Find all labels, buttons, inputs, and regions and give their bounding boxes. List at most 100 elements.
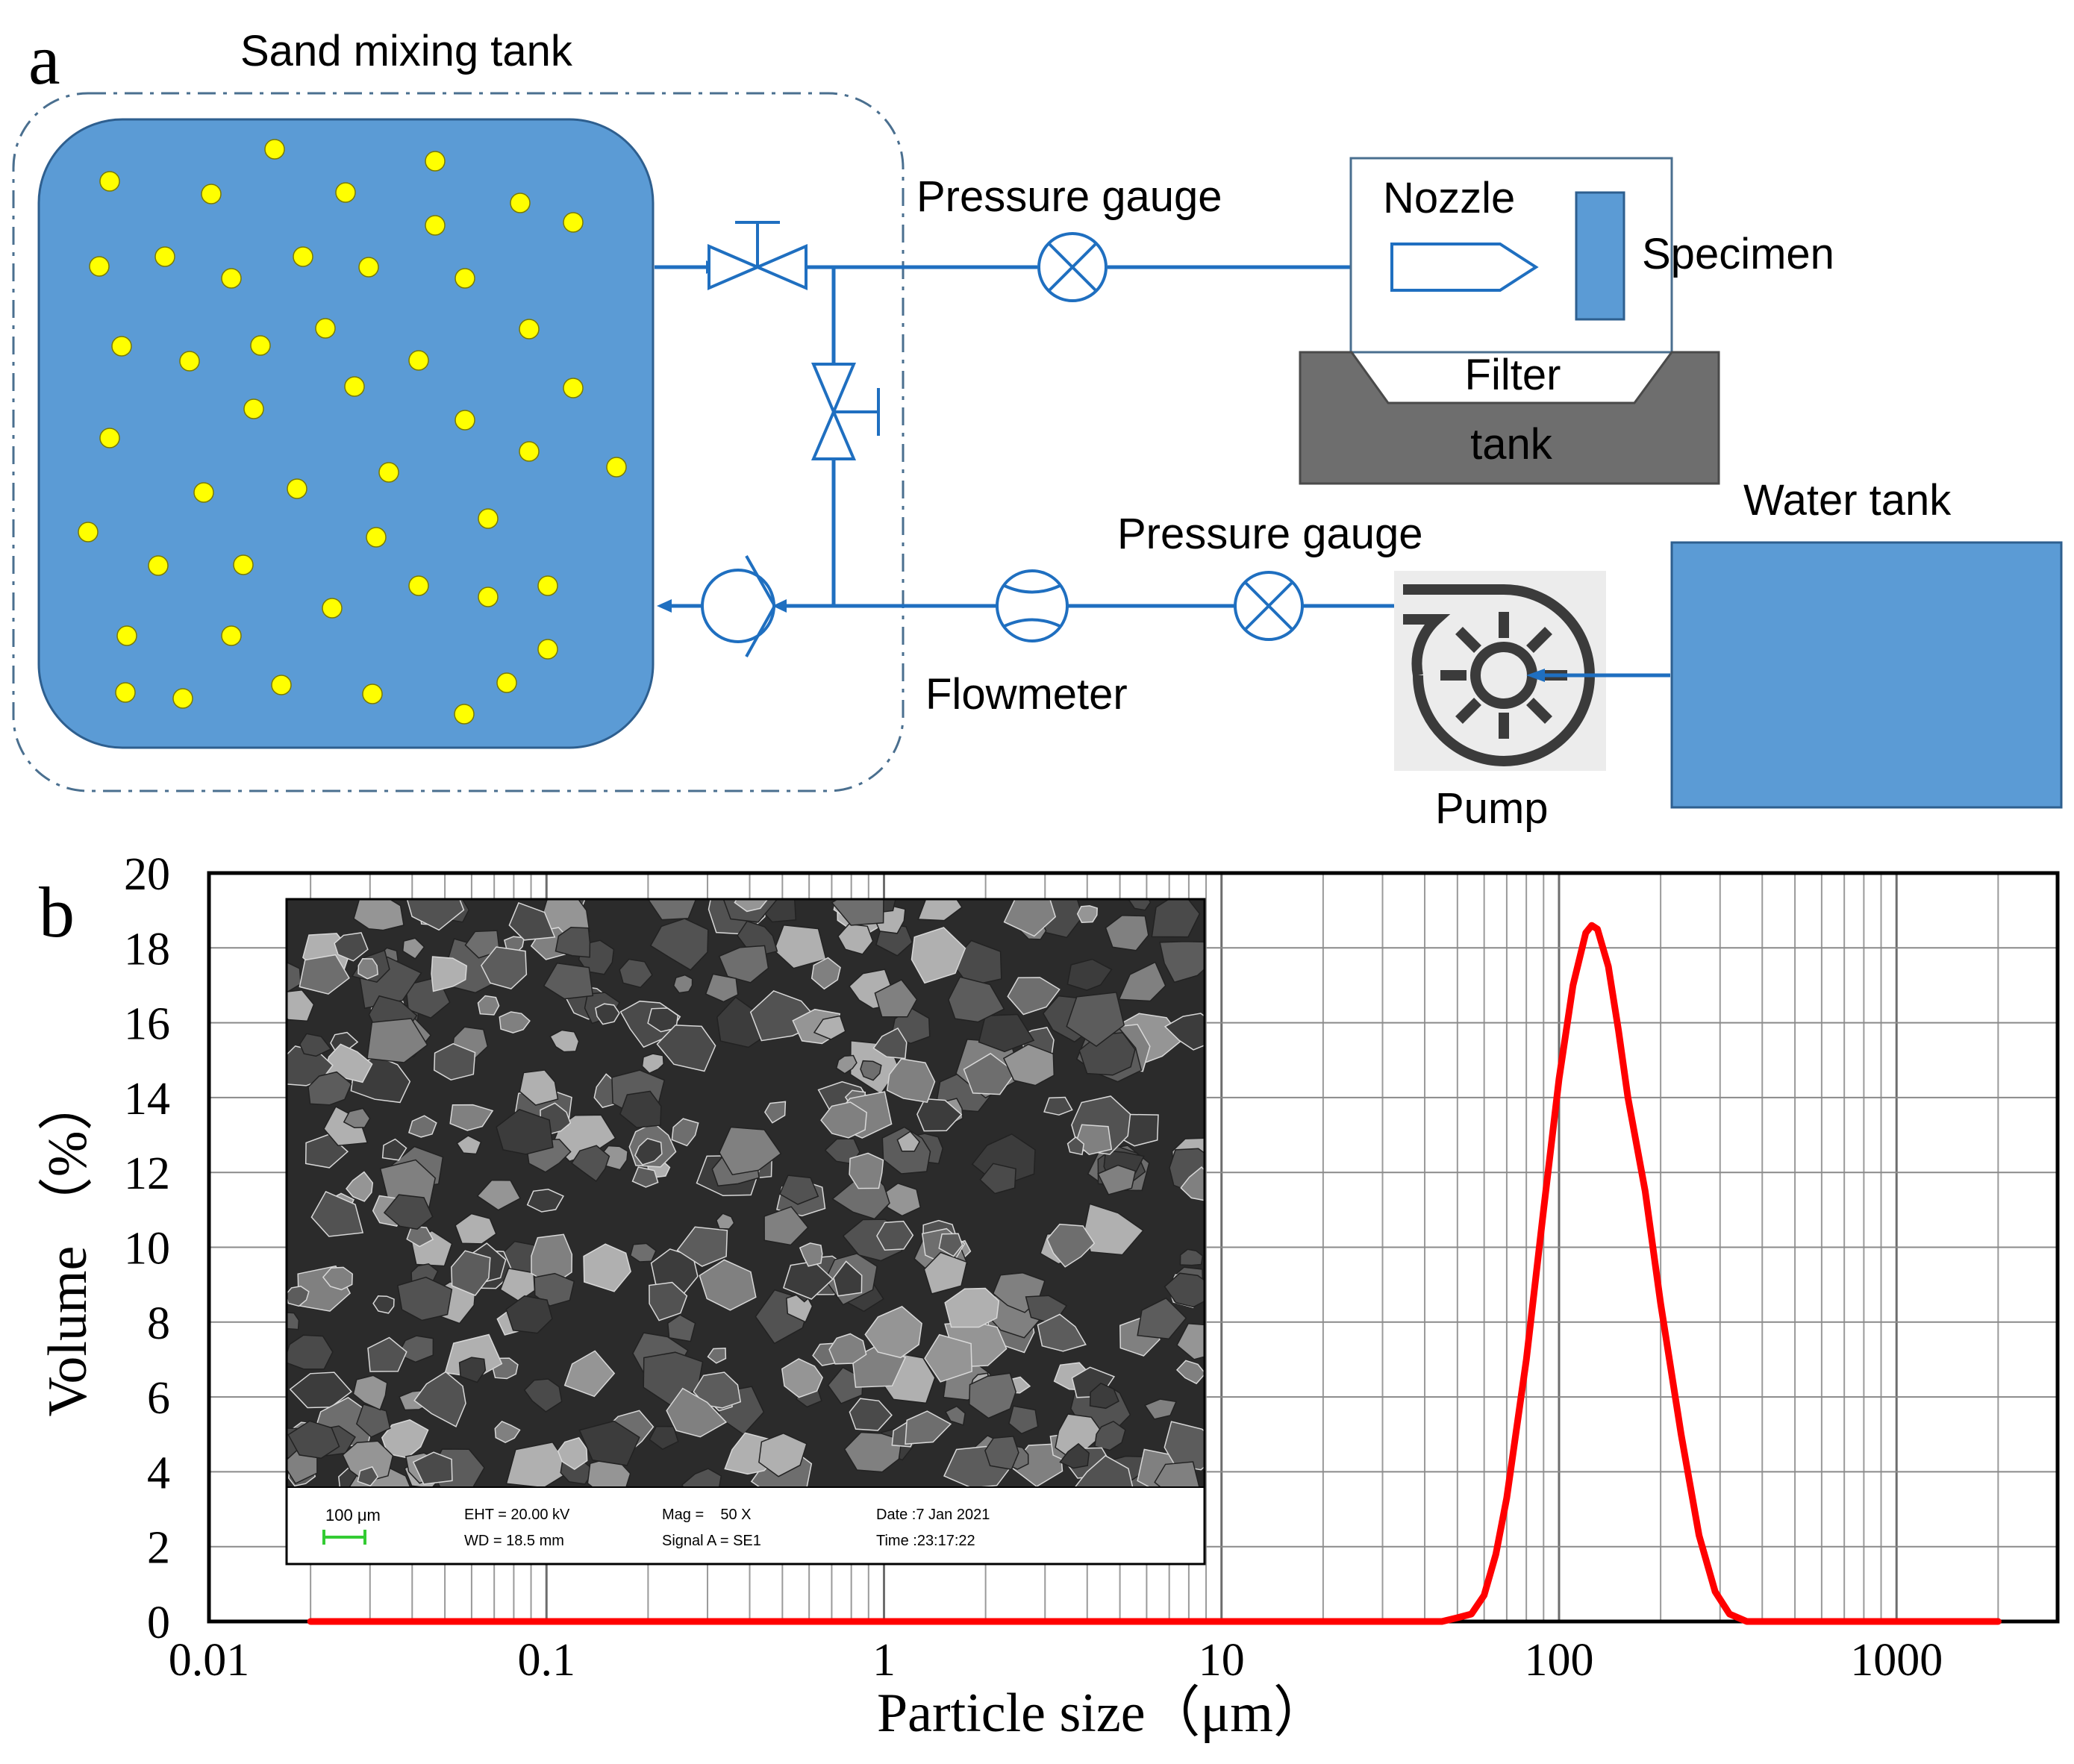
sand-particle: [563, 212, 584, 233]
x-tick-label: 1: [872, 1635, 896, 1686]
sem-grain: [619, 1090, 662, 1128]
sand-particle: [221, 268, 242, 289]
sem-grain: [924, 1333, 972, 1383]
sem-grain: [715, 1213, 735, 1230]
sand-particle: [293, 246, 313, 267]
sand-particle: [243, 398, 264, 419]
y-tick-label: 4: [147, 1448, 170, 1498]
sand-particle: [89, 256, 110, 277]
sem-grain: [477, 995, 500, 1016]
sem-grain: [1007, 977, 1061, 1016]
sem-grain: [456, 1135, 482, 1155]
sem-grain: [641, 1053, 664, 1075]
sem-scale-bar-label: 100 μm: [325, 1506, 381, 1524]
sem-grain: [773, 924, 827, 969]
sem-mag: Mag = 50 X: [662, 1507, 752, 1523]
pump-icon: [1394, 571, 1606, 771]
sand-particle: [111, 336, 132, 357]
sem-grain: [672, 974, 693, 994]
sem-grain: [882, 1182, 922, 1217]
gate-valve-top: [708, 221, 808, 291]
sem-grain: [523, 1378, 563, 1413]
y-tick-label: 18: [124, 924, 170, 975]
sand-particle: [233, 554, 254, 575]
sem-grain: [494, 1421, 521, 1444]
y-tick-label: 12: [124, 1148, 170, 1199]
sand-particle: [99, 428, 120, 448]
sem-grain: [699, 1259, 757, 1311]
sem-grain: [837, 923, 874, 955]
sem-grain: [1066, 958, 1113, 991]
sem-grain: [667, 1314, 696, 1342]
sem-grain: [353, 899, 405, 931]
sem-grain: [519, 1069, 559, 1106]
sem-grain: [896, 1130, 921, 1152]
sem-grain: [1066, 1136, 1085, 1156]
sem-grain: [1074, 1454, 1134, 1487]
sem-grain: [402, 937, 425, 960]
sand-particle: [606, 457, 627, 478]
sand-particle: [179, 351, 200, 372]
pressure-gauge-top: [1037, 232, 1108, 302]
series-line-0: [307, 922, 2002, 1625]
sem-grain: [407, 1115, 437, 1138]
sand-particle: [408, 575, 429, 596]
filter-tank: Filter tank: [1299, 351, 1720, 485]
sem-grain: [287, 1312, 300, 1330]
sem-grain: [1076, 905, 1098, 923]
sand-particle: [315, 318, 336, 339]
nozzle-icon: [1390, 243, 1539, 292]
bypass-valve: [810, 363, 880, 460]
sem-wd: WD = 18.5 mm: [464, 1533, 564, 1549]
sem-grain: [381, 1138, 407, 1161]
sem-grain: [449, 1104, 494, 1131]
sem-grain: [397, 1276, 453, 1322]
sem-grain: [629, 1242, 657, 1263]
sand-particles: [78, 139, 627, 725]
sem-grain: [464, 930, 501, 959]
specimen-block: [1575, 191, 1625, 321]
chart-series: [307, 922, 2002, 1625]
sem-grain: [849, 1152, 884, 1189]
sand-particle: [154, 246, 175, 267]
sem-grain: [763, 1206, 809, 1246]
water-tank-label: Water tank: [1743, 476, 1952, 525]
sem-grain: [648, 899, 697, 921]
sem-grain: [413, 1371, 466, 1427]
sem-grain: [600, 1145, 628, 1171]
sem-grain: [1180, 1166, 1205, 1201]
y-tick-label: 0: [147, 1598, 170, 1648]
sem-grain: [367, 1336, 407, 1372]
x-tick-label: 0.01: [169, 1635, 250, 1686]
filter-tank-label: tank: [1470, 420, 1553, 469]
sem-grain: [631, 1166, 659, 1188]
sem-grain: [1094, 1420, 1126, 1451]
sem-grain: [676, 1226, 728, 1267]
sem-grain: [366, 1018, 428, 1063]
sem-grain: [979, 1163, 1016, 1195]
sem-inset: 100 μm EHT = 20.00 kV WD = 18.5 mm Mag =…: [285, 898, 1206, 1566]
sem-grain: [864, 1306, 922, 1359]
sand-mixing-enclosure: [12, 92, 905, 792]
sem-grain: [734, 899, 769, 913]
sem-grain: [1163, 1013, 1205, 1051]
sem-grain: [1154, 1461, 1200, 1487]
sem-grain: [872, 1028, 908, 1060]
sem-grain: [813, 1015, 846, 1040]
sem-grain: [1066, 992, 1125, 1048]
sem-grain: [549, 1029, 580, 1053]
sem-grain: [828, 1333, 867, 1365]
pressure-gauge-bottom-label: Pressure gauge: [1117, 510, 1422, 558]
sand-mixing-tank: [37, 118, 655, 749]
sand-particle: [537, 639, 558, 660]
sem-info-bar: [286, 1486, 1205, 1565]
sem-grain: [357, 957, 378, 980]
y-tick-label: 2: [147, 1523, 170, 1574]
sem-grain: [1175, 1360, 1205, 1385]
sem-grain: [681, 1468, 722, 1487]
sem-grain: [666, 1387, 728, 1438]
sem-grain: [458, 1357, 487, 1383]
sem-grain: [764, 1101, 787, 1124]
